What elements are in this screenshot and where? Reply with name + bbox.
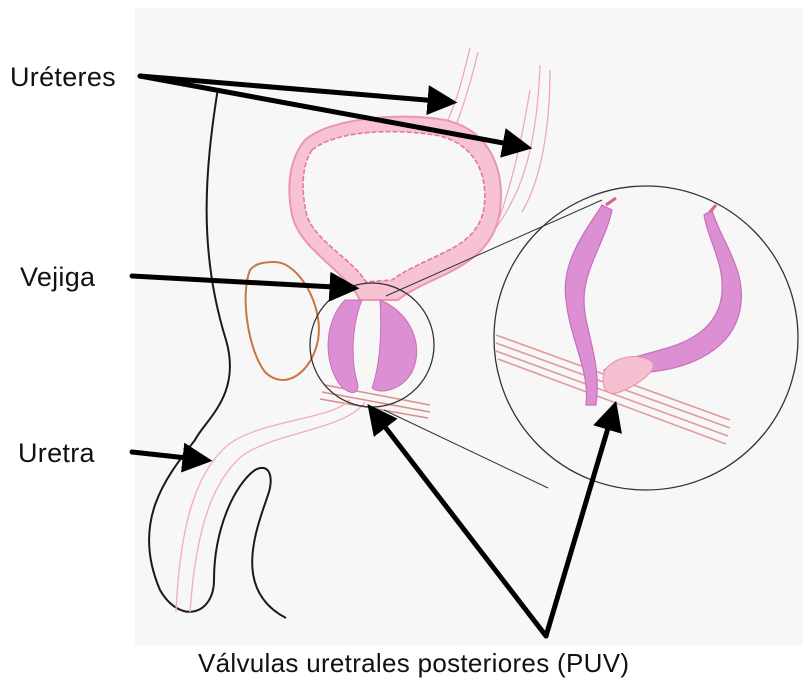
urethra-label: Uretra <box>18 438 95 468</box>
illustration-panel <box>135 8 803 646</box>
ureters-label: Uréteres <box>10 62 116 92</box>
puv-label: Válvulas uretrales posteriores (PUV) <box>198 648 629 678</box>
bladder-label: Vejiga <box>20 262 95 292</box>
